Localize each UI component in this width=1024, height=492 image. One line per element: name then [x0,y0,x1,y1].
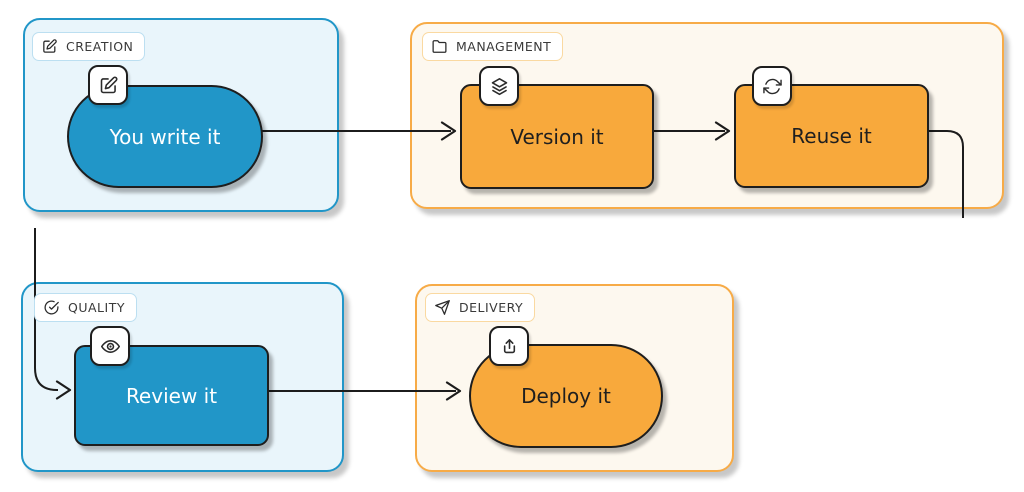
group-label: QUALITY [68,300,125,315]
group-label: DELIVERY [459,300,524,315]
node-deploy-it: Deploy it [469,326,663,448]
group-badge-quality: QUALITY [34,293,137,322]
node-label: Deploy it [521,384,611,408]
refresh-icon [762,78,782,94]
eye-icon [100,339,120,353]
group-label: MANAGEMENT [456,39,552,54]
group-management: MANAGEMENT Version it Reuse it [410,22,1004,209]
paper-plane-icon [435,300,450,315]
node-review-it: Review it [74,326,269,446]
group-badge-management: MANAGEMENT [422,32,564,61]
group-creation: CREATION You write it [23,18,339,212]
node-you-write-it: You write it [67,65,263,188]
node-label: Reuse it [791,124,872,148]
node-badge [479,66,519,106]
group-badge-delivery: DELIVERY [425,293,536,322]
node-reuse-it: Reuse it [734,66,929,188]
group-delivery: DELIVERY Deploy it [415,284,734,472]
folder-icon [432,40,447,53]
pencil-icon [100,76,117,93]
node-label: You write it [109,124,221,149]
node-label: Version it [510,124,604,149]
group-badge-creation: CREATION [32,32,146,61]
check-circle-icon [44,300,59,315]
node-version-it: Version it [460,66,654,189]
edit-icon [43,39,57,53]
node-badge [90,326,130,366]
group-label: CREATION [66,39,134,54]
node-badge [88,65,128,105]
layers-icon [491,77,507,95]
node-label: Review it [125,383,218,408]
upload-icon [503,338,515,353]
group-quality: QUALITY Review it [21,282,344,472]
node-badge [489,326,529,366]
node-badge [752,66,792,106]
